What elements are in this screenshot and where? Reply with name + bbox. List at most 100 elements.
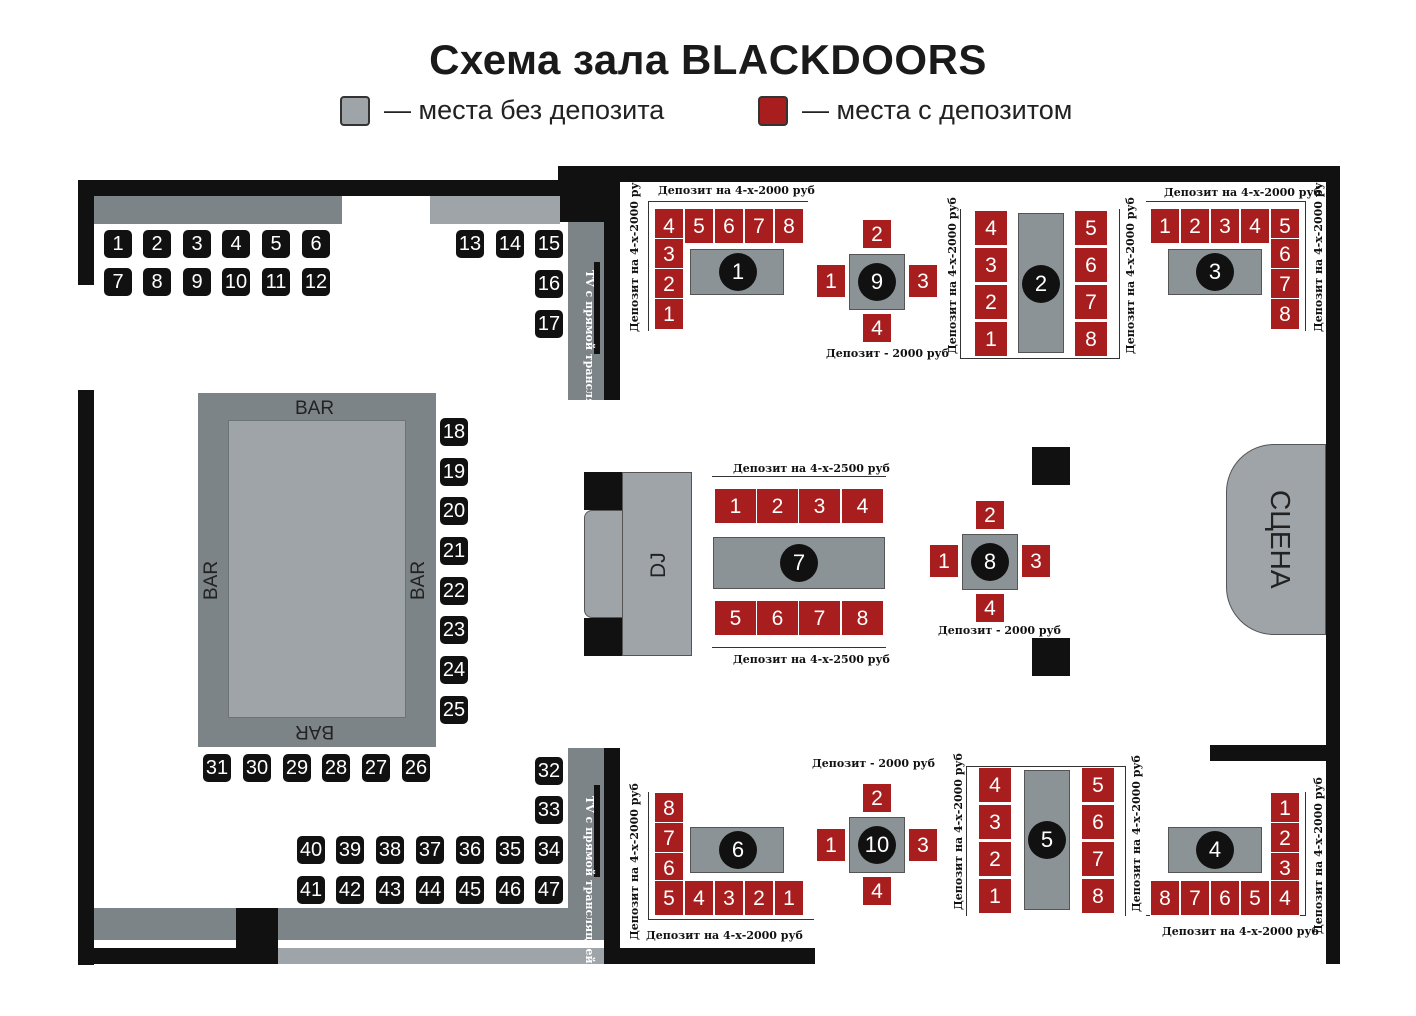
bar-seat[interactable]: 33: [535, 796, 563, 824]
bar-seat[interactable]: 14: [496, 230, 524, 258]
bar-seat[interactable]: 25: [440, 696, 468, 724]
bar-seat[interactable]: 11: [262, 268, 290, 296]
deposit-seat[interactable]: 6: [1270, 238, 1300, 270]
deposit-seat[interactable]: 5: [714, 600, 757, 636]
bar-seat[interactable]: 42: [336, 876, 364, 904]
deposit-seat[interactable]: 1: [929, 544, 959, 578]
deposit-seat[interactable]: 1: [978, 878, 1012, 914]
deposit-seat[interactable]: 1: [654, 298, 684, 330]
bar-seat[interactable]: 26: [402, 754, 430, 782]
deposit-seat[interactable]: 3: [798, 488, 841, 524]
deposit-seat[interactable]: 6: [756, 600, 799, 636]
bar-seat[interactable]: 10: [222, 268, 250, 296]
bar-seat[interactable]: 45: [456, 876, 484, 904]
deposit-seat[interactable]: 4: [862, 876, 892, 906]
deposit-seat[interactable]: 4: [978, 767, 1012, 803]
deposit-seat[interactable]: 2: [974, 284, 1008, 320]
bar-seat[interactable]: 35: [496, 836, 524, 864]
deposit-seat[interactable]: 5: [1074, 210, 1108, 246]
deposit-seat[interactable]: 4: [841, 488, 884, 524]
bar-seat[interactable]: 32: [535, 757, 563, 785]
deposit-seat[interactable]: 8: [841, 600, 884, 636]
deposit-seat[interactable]: 1: [714, 488, 757, 524]
deposit-seat[interactable]: 3: [654, 238, 684, 270]
deposit-seat[interactable]: 2: [744, 880, 774, 916]
deposit-seat[interactable]: 8: [654, 792, 684, 824]
bar-seat[interactable]: 36: [456, 836, 484, 864]
bar-seat[interactable]: 9: [183, 268, 211, 296]
deposit-seat[interactable]: 5: [654, 880, 684, 916]
deposit-seat[interactable]: 4: [975, 593, 1005, 623]
deposit-seat[interactable]: 6: [1210, 880, 1240, 916]
deposit-seat[interactable]: 1: [816, 828, 846, 862]
bar-seat[interactable]: 34: [535, 836, 563, 864]
deposit-seat[interactable]: 2: [862, 783, 892, 813]
bar-seat[interactable]: 47: [535, 876, 563, 904]
deposit-seat[interactable]: 2: [1180, 208, 1210, 244]
deposit-seat[interactable]: 5: [684, 208, 714, 244]
bar-seat[interactable]: 16: [535, 270, 563, 298]
deposit-seat[interactable]: 1: [1150, 208, 1180, 244]
bar-seat[interactable]: 15: [535, 230, 563, 258]
bar-seat[interactable]: 17: [535, 310, 563, 338]
deposit-seat[interactable]: 6: [714, 208, 744, 244]
deposit-seat[interactable]: 4: [862, 313, 892, 343]
deposit-seat[interactable]: 4: [684, 880, 714, 916]
deposit-seat[interactable]: 7: [654, 822, 684, 854]
deposit-seat[interactable]: 5: [1081, 767, 1115, 803]
deposit-seat[interactable]: 2: [975, 500, 1005, 530]
bar-seat[interactable]: 40: [297, 836, 325, 864]
bar-seat[interactable]: 28: [322, 754, 350, 782]
bar-seat[interactable]: 18: [440, 418, 468, 446]
bar-seat[interactable]: 27: [362, 754, 390, 782]
bar-seat[interactable]: 22: [440, 577, 468, 605]
deposit-seat[interactable]: 7: [1081, 841, 1115, 877]
bar-seat[interactable]: 24: [440, 656, 468, 684]
deposit-seat[interactable]: 3: [908, 828, 938, 862]
deposit-seat[interactable]: 6: [1081, 804, 1115, 840]
deposit-seat[interactable]: 8: [1270, 298, 1300, 330]
bar-seat[interactable]: 20: [440, 497, 468, 525]
deposit-seat[interactable]: 7: [1074, 284, 1108, 320]
deposit-seat[interactable]: 3: [978, 804, 1012, 840]
deposit-seat[interactable]: 4: [1240, 208, 1270, 244]
deposit-seat[interactable]: 2: [862, 219, 892, 249]
bar-seat[interactable]: 41: [297, 876, 325, 904]
bar-seat[interactable]: 5: [262, 230, 290, 258]
deposit-seat[interactable]: 5: [1240, 880, 1270, 916]
bar-seat[interactable]: 2: [143, 230, 171, 258]
deposit-seat[interactable]: 3: [1210, 208, 1240, 244]
bar-seat[interactable]: 13: [456, 230, 484, 258]
deposit-seat[interactable]: 2: [654, 268, 684, 300]
deposit-seat[interactable]: 7: [744, 208, 774, 244]
deposit-seat[interactable]: 3: [1021, 544, 1051, 578]
bar-seat[interactable]: 39: [336, 836, 364, 864]
bar-seat[interactable]: 3: [183, 230, 211, 258]
deposit-seat[interactable]: 3: [974, 247, 1008, 283]
deposit-seat[interactable]: 6: [654, 852, 684, 884]
deposit-seat[interactable]: 7: [798, 600, 841, 636]
deposit-seat[interactable]: 2: [978, 841, 1012, 877]
deposit-seat[interactable]: 7: [1180, 880, 1210, 916]
bar-seat[interactable]: 7: [104, 268, 132, 296]
bar-seat[interactable]: 30: [243, 754, 271, 782]
bar-seat[interactable]: 1: [104, 230, 132, 258]
deposit-seat[interactable]: 8: [1081, 878, 1115, 914]
deposit-seat[interactable]: 4: [974, 210, 1008, 246]
bar-seat[interactable]: 19: [440, 458, 468, 486]
deposit-seat[interactable]: 2: [1270, 822, 1300, 854]
bar-seat[interactable]: 46: [496, 876, 524, 904]
bar-seat[interactable]: 12: [302, 268, 330, 296]
bar-seat[interactable]: 38: [376, 836, 404, 864]
deposit-seat[interactable]: 8: [774, 208, 804, 244]
bar-seat[interactable]: 4: [222, 230, 250, 258]
deposit-seat[interactable]: 3: [908, 264, 938, 298]
deposit-seat[interactable]: 2: [756, 488, 799, 524]
deposit-seat[interactable]: 7: [1270, 268, 1300, 300]
deposit-seat[interactable]: 8: [1074, 321, 1108, 357]
bar-seat[interactable]: 29: [283, 754, 311, 782]
deposit-seat[interactable]: 6: [1074, 247, 1108, 283]
bar-seat[interactable]: 44: [416, 876, 444, 904]
bar-seat[interactable]: 43: [376, 876, 404, 904]
deposit-seat[interactable]: 1: [816, 264, 846, 298]
